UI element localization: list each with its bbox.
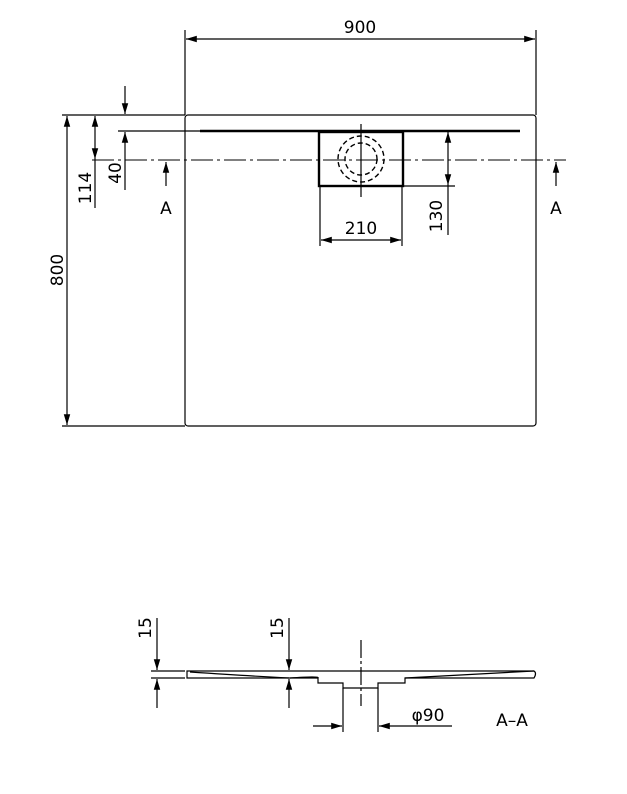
inner-thickness-label: 15 <box>268 617 288 639</box>
depth-label: 800 <box>48 254 68 286</box>
width-label: 900 <box>344 18 376 38</box>
plan-view: 900 800 114 40 A A 130 <box>48 18 566 427</box>
section-title: A–A <box>496 711 528 731</box>
shower-tray-outline <box>184 114 537 427</box>
edge-offset-label: 40 <box>106 162 126 184</box>
edge-thickness-label: 15 <box>136 617 156 639</box>
drain-width-label: 210 <box>345 219 377 239</box>
section-marker-right: A <box>550 199 562 219</box>
drain-offset-label: 114 <box>76 172 96 204</box>
section-marker-left: A <box>160 199 172 219</box>
drain-depth-label: 130 <box>427 200 447 232</box>
outlet-diameter-label: φ90 <box>412 706 445 726</box>
section-view: 15 15 φ90 A–A <box>136 617 537 732</box>
tray-section-profile <box>186 670 537 689</box>
